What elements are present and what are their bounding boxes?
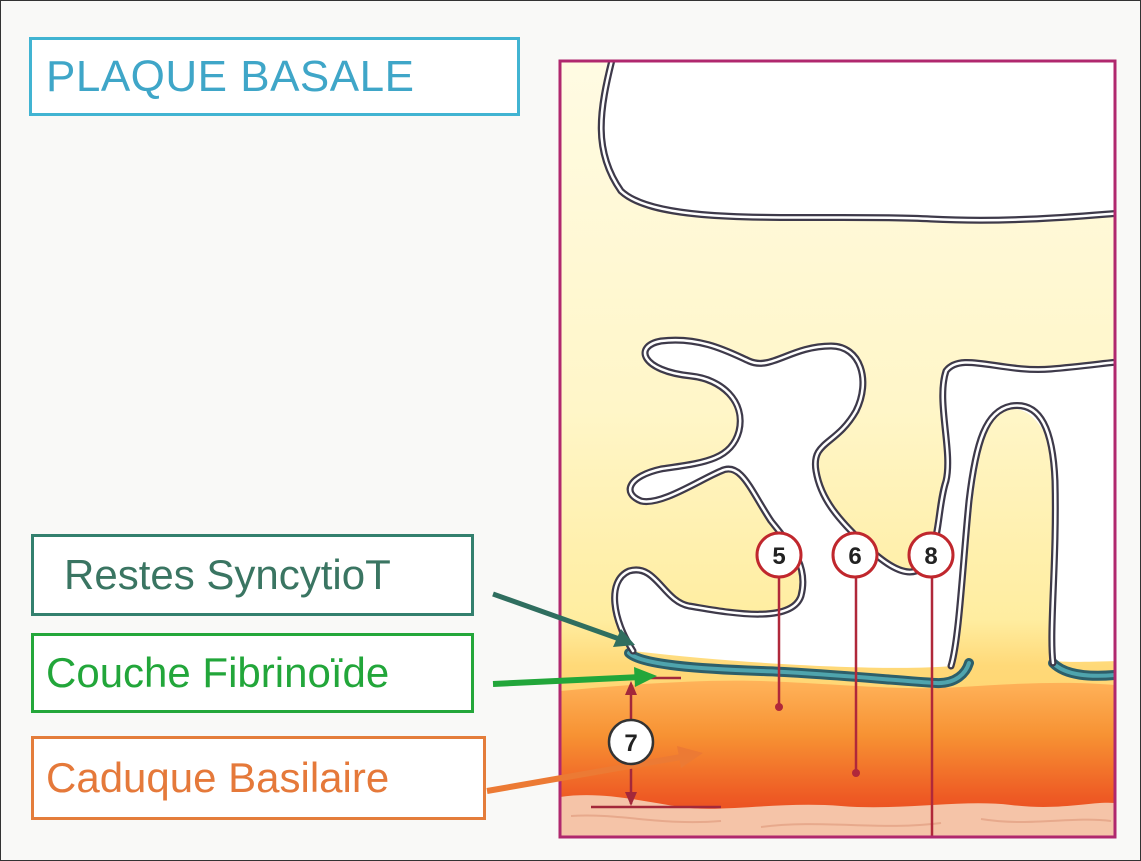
label-caduque-text: Caduque Basilaire (46, 754, 390, 801)
upper-villus (601, 61, 1115, 221)
svg-text:7: 7 (624, 730, 637, 757)
decidua-basalis (560, 680, 1115, 837)
marker-5: 5 (755, 531, 803, 579)
marker-6: 6 (831, 531, 879, 579)
myometrium-band (560, 795, 1115, 837)
marker-8: 8 (907, 531, 955, 579)
diagram-frame (558, 59, 1117, 839)
label-couche-text: Couche Fibrinoïde (46, 649, 390, 696)
arrow-couche (492, 667, 657, 687)
svg-text:6: 6 (848, 543, 861, 570)
marker-7: 7 (607, 718, 655, 766)
pointer-lines (777, 561, 934, 837)
label-restes-syncytio: Restes SyncytioT (31, 534, 474, 616)
label-couche-fibrinoide: Couche Fibrinoïde (31, 633, 474, 713)
arrow-caduque (486, 746, 703, 794)
arrow-restes (492, 591, 635, 647)
svg-text:5: 5 (772, 543, 785, 570)
title-box: PLAQUE BASALE (29, 37, 520, 116)
label-caduque-basilaire: Caduque Basilaire (31, 736, 486, 820)
svg-text:8: 8 (924, 543, 937, 570)
page-title: PLAQUE BASALE (46, 51, 415, 101)
label-restes-text: Restes SyncytioT (64, 551, 391, 598)
